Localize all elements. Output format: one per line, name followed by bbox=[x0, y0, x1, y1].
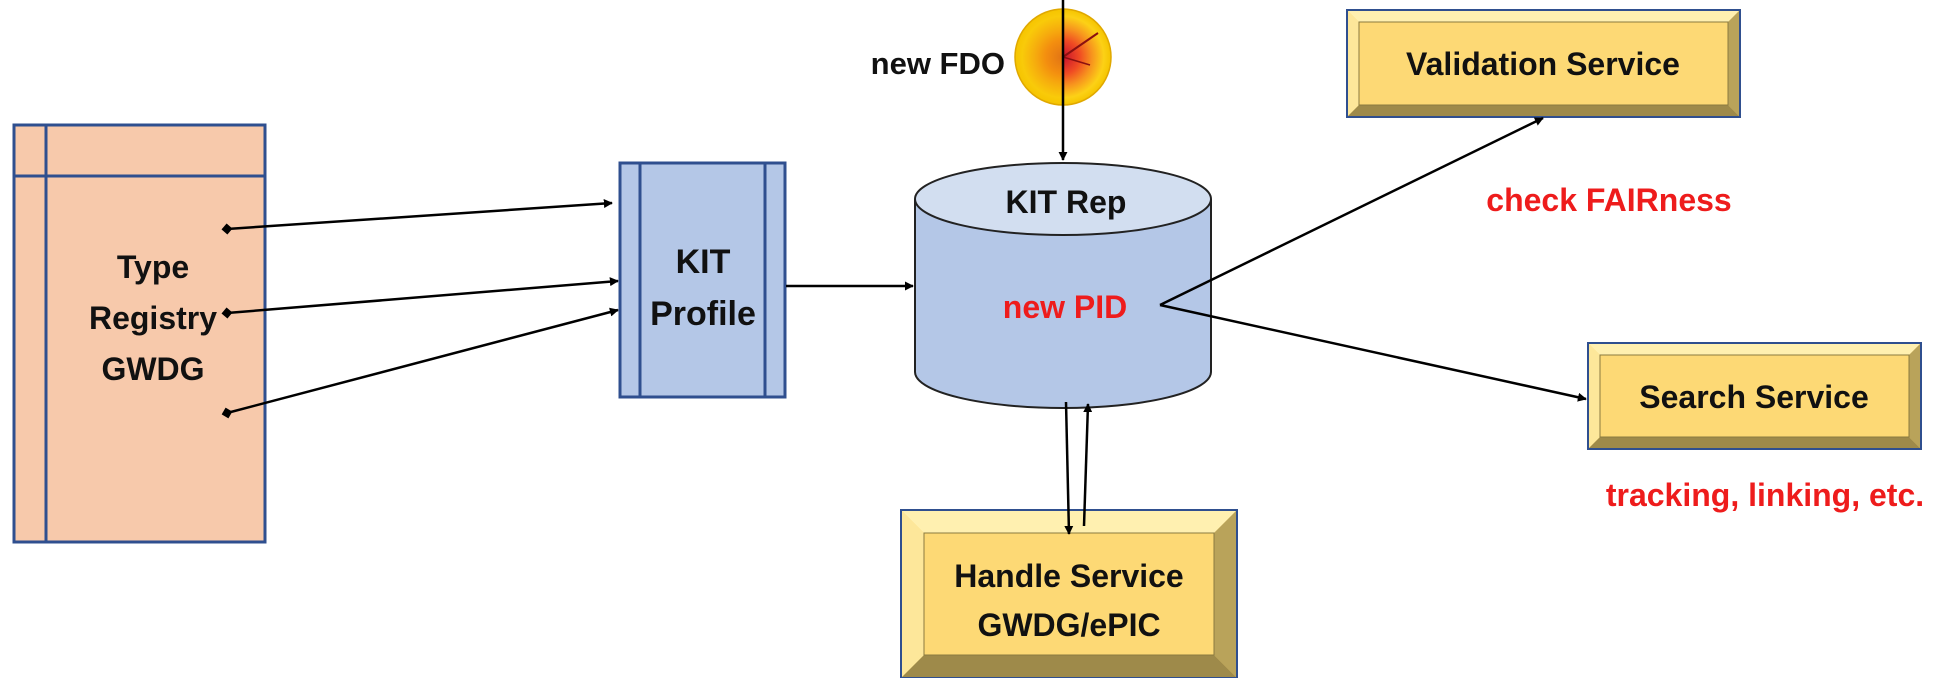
rep-handle-arrows bbox=[1064, 401, 1093, 535]
kit-rep-title: KIT Rep bbox=[1006, 184, 1127, 220]
search-service-box: Search Service bbox=[1587, 342, 1922, 450]
handle-service-label-line2: GWDG/ePIC bbox=[977, 607, 1160, 643]
pid-to-search-arrow bbox=[1159, 303, 1587, 402]
kit-profile-label-line1: KIT bbox=[676, 243, 731, 281]
kit-profile-box: KIT Profile bbox=[618, 161, 787, 399]
registry-to-profile-arrows bbox=[221, 199, 619, 419]
type-registry-label-line2: Registry bbox=[89, 300, 217, 336]
handle-service-box: Handle Service GWDG/ePIC bbox=[900, 509, 1238, 678]
handle-service-label-line1: Handle Service bbox=[954, 558, 1183, 594]
kit-profile-label-line2: Profile bbox=[650, 295, 756, 333]
type-registry-label-line3: GWDG bbox=[101, 351, 204, 387]
registry-arrow-1 bbox=[221, 199, 613, 235]
pid-to-services-arrows bbox=[1159, 116, 1587, 402]
type-registry-label-line1: Type bbox=[117, 249, 189, 285]
tracking-linking-label: tracking, linking, etc. bbox=[1606, 477, 1924, 513]
type-registry-box: Type Registry GWDG bbox=[12, 123, 267, 544]
handle-to-rep-arrow bbox=[1082, 403, 1093, 527]
validation-service-label: Validation Service bbox=[1406, 46, 1680, 82]
new-fdo-label: new FDO bbox=[871, 46, 1005, 81]
validation-service-box: Validation Service bbox=[1346, 9, 1741, 118]
kit-rep-cylinder: KIT Rep new PID bbox=[914, 162, 1212, 409]
pid-to-validation-arrow bbox=[1159, 116, 1544, 307]
rep-to-handle-arrow bbox=[1064, 401, 1074, 535]
registry-arrow-3 bbox=[221, 307, 619, 419]
new-pid-label: new PID bbox=[1003, 289, 1127, 325]
check-fairness-label: check FAIRness bbox=[1486, 182, 1731, 218]
registry-arrow-2 bbox=[221, 277, 619, 319]
search-service-label: Search Service bbox=[1639, 379, 1869, 415]
